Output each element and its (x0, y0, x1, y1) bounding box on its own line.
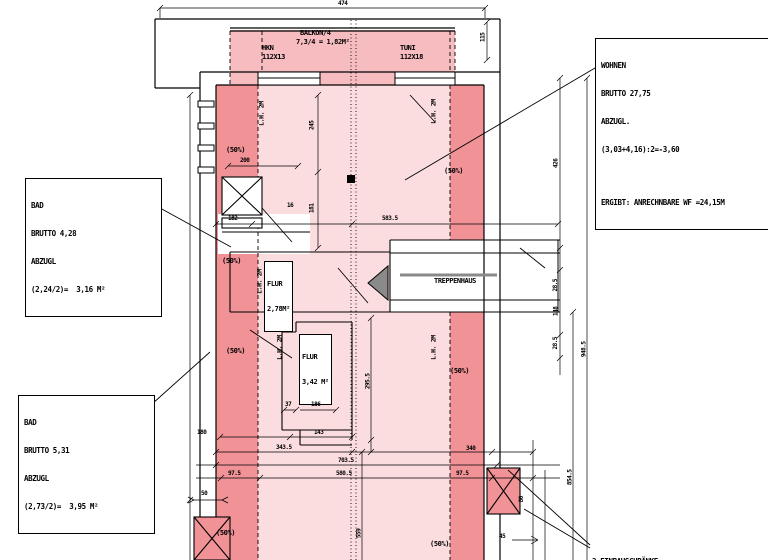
room-abzugl: ABZUGL (31, 257, 56, 266)
room-label-treppenhaus: TREPPENHAUS (434, 277, 476, 285)
dim-200: 200 (240, 157, 250, 164)
note-line1: 2 EINBAUSCHRÄNKE (592, 557, 658, 560)
balcony-label: BALKON/4 (300, 29, 331, 37)
window-tuni-name: TUNI (400, 44, 416, 52)
room-label-flur2: FLUR 3,42 M² (299, 334, 332, 406)
dim-854-5: 854.5 (566, 469, 574, 486)
room-name: BAD (31, 200, 44, 210)
right-50pct-strip (450, 85, 484, 560)
dim-28-5-b: 28.5 (551, 337, 559, 350)
leader-lines (151, 67, 596, 549)
window-hkn-name: HKN (262, 44, 274, 52)
room-name: WOHNEN (601, 60, 626, 70)
annotation-box-bad1: BAD BRUTTO 4,28 ABZUGL (2,24/2)= 3,16 M² (25, 178, 162, 318)
note-einbauschraenke: 2 EINBAUSCHRÄNKE 100X0,85 H=1,18 (592, 541, 658, 560)
dim-16: 16 (287, 202, 294, 209)
flur2-name: FLUR (302, 352, 318, 361)
pct50-label: (50%) (444, 167, 464, 175)
lh2m-label: L.H. 2M (429, 99, 438, 124)
dim-143: 143 (314, 429, 324, 436)
leader-bad1 (159, 207, 232, 248)
room-label-flur1: FLUR 2,78M² (264, 261, 293, 333)
flur1-walls (229, 240, 391, 313)
flur1-area: 2,78M² (267, 304, 290, 313)
flur2-area: 3,42 M² (302, 377, 329, 386)
dim-115: 115 (479, 32, 487, 42)
balcony-area-label: 7,3/4 = 1,82M² (296, 38, 350, 46)
spacer (601, 173, 768, 179)
dim-703-5: 703.5 (338, 457, 354, 464)
lh2m-label: L.H. 2M (257, 101, 266, 126)
window-tuni-size: 112X18 (400, 53, 423, 61)
dim-80: 80 (517, 496, 525, 503)
room-abzugl: ABZUGL (24, 474, 49, 483)
window-hkn-size: 112X13 (262, 53, 285, 61)
leader-schraenke (507, 469, 591, 549)
dim-180: 180 (197, 429, 207, 436)
shaft-x-box-bath1 (221, 176, 310, 243)
dim-245: 245 (308, 120, 316, 130)
room-brutto: BRUTTO 5,31 (24, 445, 70, 455)
dim-426: 426 (552, 158, 560, 168)
lh2m-label: L.H. 2M (255, 269, 264, 294)
pct50-label: (50%) (222, 257, 242, 265)
room-result: ERGIBT: ANRECHNBARE WF =24,15M (601, 198, 725, 207)
room-brutto: BRUTTO 4,28 (31, 228, 77, 238)
direction-triangle-icon (367, 264, 389, 302)
lh2m-label: L.H. 2M (429, 335, 438, 360)
room-brutto: BRUTTO 27,75 (601, 88, 651, 98)
dim-top-width: 474 (338, 0, 348, 7)
stairs (367, 239, 560, 313)
pct50-label: (50%) (226, 146, 246, 154)
dim-182: 182 (228, 215, 238, 222)
dim-50: 50 (201, 490, 208, 497)
dim-583-5: 583.5 (382, 215, 398, 222)
dim-28-5-a: 28.5 (551, 279, 559, 292)
flur1-name: FLUR (267, 279, 283, 288)
pct50-label: (50%) (216, 529, 236, 537)
dim-37: 37 (285, 401, 292, 408)
pct50-label: (50%) (450, 367, 470, 375)
dim-295-5: 295.5 (364, 373, 372, 390)
dim-340: 340 (466, 445, 476, 452)
dim-45: 45 (499, 533, 506, 540)
dim-181: 181 (308, 203, 316, 213)
left-50pct-strip (216, 85, 258, 560)
room-calc: (3,03+4,16):2=-3,60 (601, 145, 680, 155)
room-calc: (2,24/2)= 3,16 M² (31, 285, 106, 295)
dim-148: 148 (552, 306, 560, 316)
room-name: BAD (24, 417, 37, 427)
section-marker (347, 175, 355, 183)
leader-wohnen (404, 67, 596, 181)
window-symbols (197, 71, 456, 174)
dim-580-5: 580.5 (336, 470, 352, 477)
dim-343-5: 343.5 (276, 444, 292, 451)
room-calc: (2,73/2)= 3,95 M² (24, 502, 99, 512)
dim-97-5-right: 97.5 (456, 470, 469, 477)
dim-97-5-left: 97.5 (228, 470, 241, 477)
leader-bad2 (151, 351, 211, 405)
annotation-box-wohnen: WOHNEN BRUTTO 27,75 ABZUGL. (3,03+4,16):… (595, 38, 768, 231)
pct50-label: (50%) (430, 540, 450, 548)
annotation-box-bad2: BAD BRUTTO 5,31 ABZUGL (2,73/2)= 3,95 M² (18, 395, 155, 535)
dim-948-5: 948.5 (580, 341, 588, 358)
dimension-lines (156, 4, 591, 560)
dim-186: 186 (311, 401, 321, 408)
dim-559: 559 (355, 528, 363, 538)
pct50-label: (50%) (226, 347, 246, 355)
lh2m-label: L.H. 2M (275, 335, 284, 360)
room-abzugl: ABZUGL. (601, 117, 630, 126)
